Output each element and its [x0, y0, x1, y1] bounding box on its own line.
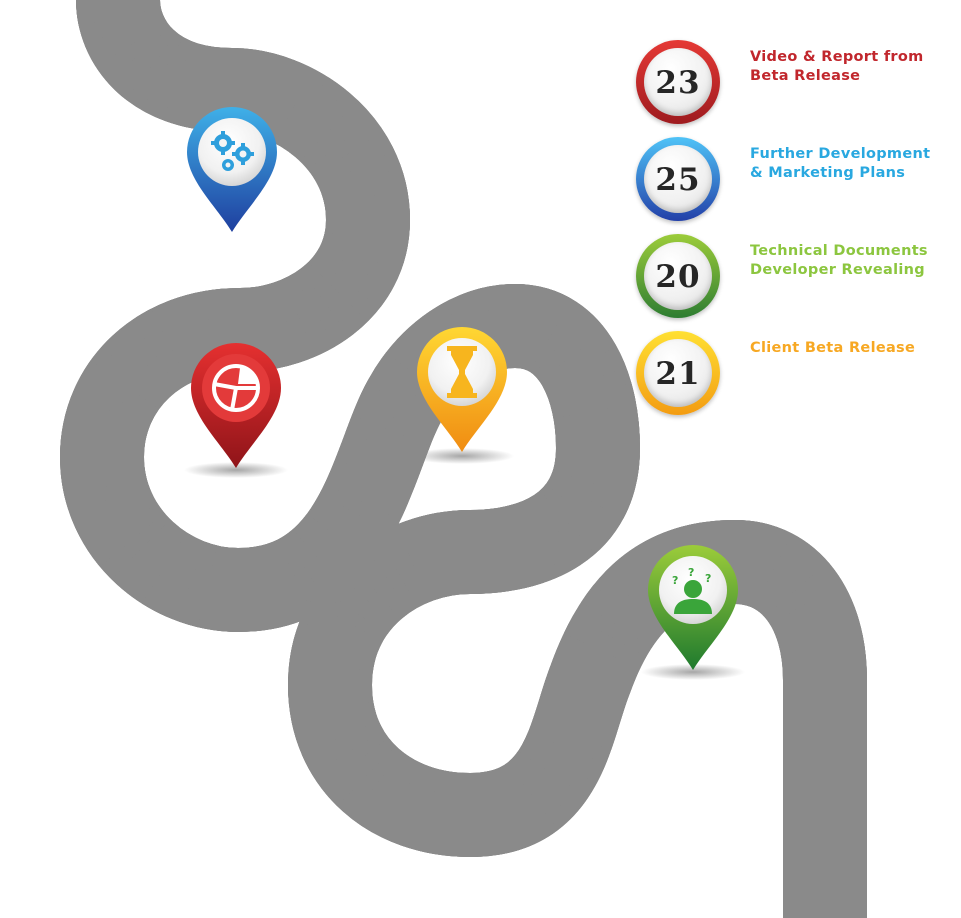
marker-blue	[187, 107, 277, 232]
marker-shadow	[184, 462, 288, 478]
badge-number: 23	[655, 65, 701, 101]
legend-label: Further Development & Marketing Plans	[750, 146, 931, 181]
legend-label: Technical Documents Developer Revealing	[750, 243, 928, 278]
confused-person-icon: ? ? ?	[672, 566, 712, 614]
badge-number: 21	[655, 356, 701, 392]
marker-shadow	[410, 448, 514, 464]
legend-item: 20 Technical Documents Developer Reveali…	[636, 234, 956, 320]
legend-label: Client Beta Release	[750, 340, 916, 356]
badge-number: 25	[655, 162, 701, 198]
number-badge: 20	[636, 234, 720, 318]
badge-number: 20	[655, 259, 701, 295]
number-badge: 21	[636, 331, 720, 415]
hourglass-icon	[447, 346, 477, 398]
number-badge: 23	[636, 40, 720, 124]
marker-yellow	[417, 327, 507, 452]
svg-text:?: ?	[672, 574, 678, 587]
marker-red	[191, 343, 281, 468]
legend-item: 23 Video & Report from Beta Release	[636, 40, 956, 126]
marker-green: ? ? ?	[648, 545, 738, 670]
svg-text:?: ?	[705, 572, 711, 585]
gears-icon	[211, 131, 254, 171]
number-badge: 25	[636, 137, 720, 221]
legend-label: Video & Report from Beta Release	[750, 49, 924, 84]
legend-item: 21 Client Beta Release	[636, 331, 956, 417]
pie-chart-icon	[212, 364, 260, 412]
svg-text:?: ?	[688, 566, 694, 579]
marker-shadow	[641, 664, 745, 680]
legend-item: 25 Further Development & Marketing Plans	[636, 137, 956, 223]
